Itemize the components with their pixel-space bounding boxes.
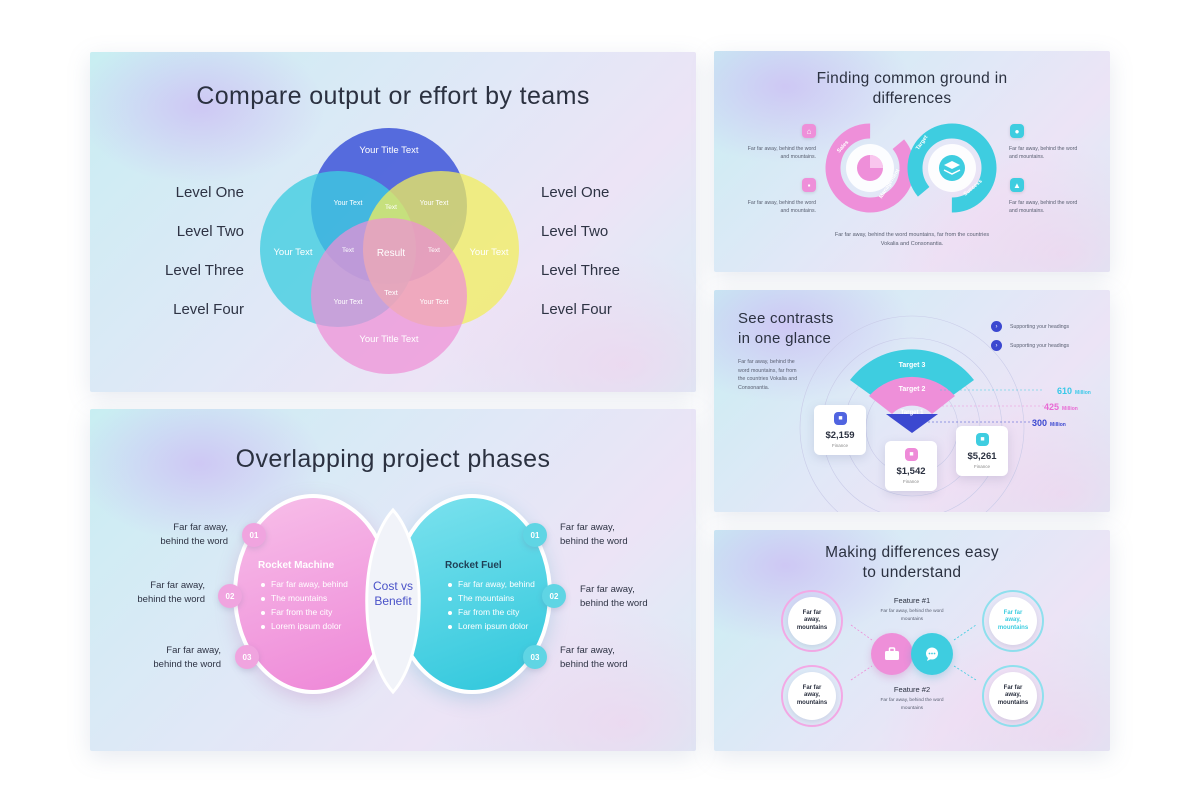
- slide-title: See contrasts in one glance: [738, 310, 834, 347]
- briefcase-icon: [871, 633, 913, 675]
- finance-card: ■ $2,159 Finance: [814, 405, 866, 455]
- left-bullet: Far from the city: [261, 606, 332, 620]
- slide-common-ground[interactable]: Finding common ground in differences Sal…: [714, 51, 1110, 272]
- level-label-left: Level Three: [165, 262, 244, 279]
- left-bullet: The mountains: [261, 592, 327, 606]
- level-label-right: Level Four: [541, 301, 612, 318]
- right-step-badge: 02: [542, 584, 566, 608]
- chart-icon: ▲: [1010, 178, 1024, 192]
- center-label-line1: Cost vs: [372, 579, 413, 593]
- level-label-right: Level Three: [541, 262, 620, 279]
- right-step-badge: 01: [523, 523, 547, 547]
- chevron-right-icon: ›: [991, 321, 1002, 332]
- feature-1: Feature #1 Far far away, behind the word…: [880, 596, 944, 622]
- venn-right-mid-text: Text: [428, 247, 440, 254]
- level-label-left: Level Four: [173, 301, 244, 318]
- right-step-text: Far far away,behind the word: [560, 522, 628, 547]
- target-label: Target 2: [898, 386, 926, 393]
- feature-ring: Far far away, mountains: [982, 665, 1044, 727]
- briefcase-icon: ▪: [802, 178, 816, 192]
- home-icon: ⌂: [802, 124, 816, 138]
- finance-icon: ■: [905, 448, 918, 461]
- right-bullet: Lorem ipsum dolor: [448, 620, 528, 634]
- feature-2: Feature #2 Far far away, behind the word…: [880, 685, 944, 711]
- finance-card: ■ $5,261 Finance: [956, 426, 1008, 476]
- venn-top-title: Your Title Text: [359, 145, 419, 156]
- feature-ring: Far far away, mountains: [982, 590, 1044, 652]
- left-step-badge: 02: [218, 584, 242, 608]
- center-label: Cost vs Benefit: [353, 579, 433, 609]
- venn-top-right-text: Your Text: [419, 200, 449, 207]
- target-funnel: [799, 315, 1044, 512]
- venn-top-mid-text: Text: [385, 204, 397, 211]
- venn-bottom-title: Your Title Text: [359, 334, 419, 345]
- layers-icon: [939, 155, 965, 181]
- level-label-right: Level One: [541, 184, 610, 201]
- venn-left-mid-text: Text: [342, 247, 354, 254]
- footer-text: Far far away, behind the word mountains,…: [834, 232, 990, 247]
- venn-left-text: Your Text: [273, 247, 313, 258]
- connector-lines: [850, 624, 977, 681]
- slide-compare-output[interactable]: Compare output or effort by teams Level …: [90, 52, 696, 392]
- pie-chart-icon: [857, 155, 883, 181]
- overlap-lens: [365, 507, 421, 695]
- left-step-badge: 01: [242, 523, 266, 547]
- right-bullet: The mountains: [448, 592, 514, 606]
- level-label-left: Level One: [175, 184, 244, 201]
- target-label: Target 3: [898, 362, 926, 369]
- venn-center-result: Result: [376, 248, 406, 259]
- right-step-text: Far far away,behind the word: [580, 584, 648, 609]
- cycle-diagram: [825, 123, 997, 213]
- right-bullet: Far far away, behind: [448, 578, 535, 592]
- left-step-text: Far far away,behind the word: [160, 522, 228, 547]
- right-phase-heading: Rocket Fuel: [445, 560, 502, 571]
- feature-ring: Far far away, mountains: [781, 665, 843, 727]
- left-bullet: Lorem ipsum dolor: [261, 620, 341, 634]
- finance-card: ■ $1,542 Finance: [885, 441, 937, 491]
- feature-ring: Far far away, mountains: [781, 590, 843, 652]
- level-label-left: Level Two: [176, 223, 244, 240]
- chevron-right-icon: ›: [991, 340, 1002, 351]
- right-step-badge: 03: [523, 645, 547, 669]
- slide-overlapping-phases[interactable]: Overlapping project phases Cost vs Benef…: [90, 409, 696, 751]
- finance-icon: ■: [976, 433, 989, 446]
- legend-item: Supporting your headings: [1010, 324, 1070, 330]
- legend-item: Supporting your headings: [1010, 343, 1070, 349]
- venn-bottom-mid-text: Text: [384, 288, 398, 297]
- right-bullet: Far from the city: [448, 606, 519, 620]
- finance-icon: ■: [834, 412, 847, 425]
- left-step-text: Far far away,behind the word: [137, 580, 205, 605]
- slide-title: Making differences easy to understand: [825, 544, 999, 581]
- center-label-line2: Benefit: [374, 594, 412, 608]
- venn-circle-bottom: [311, 218, 467, 374]
- left-step-text: Far far away,behind the word: [153, 645, 221, 670]
- right-step-text: Far far away,behind the word: [560, 645, 628, 670]
- venn-bottom-right-text: Your Text: [419, 299, 449, 306]
- user-icon: ●: [1010, 124, 1024, 138]
- chat-icon: [911, 633, 953, 675]
- venn-bottom-left-text: Your Text: [333, 299, 363, 306]
- left-bullet: Far far away, behind: [261, 578, 348, 592]
- slide-title: Finding common ground in differences: [816, 70, 1008, 107]
- left-step-badge: 03: [235, 645, 259, 669]
- venn-top-left-text: Your Text: [333, 200, 363, 207]
- slide-title: Overlapping project phases: [235, 445, 551, 473]
- slide-contrasts[interactable]: See contrasts in one glance Far far away…: [714, 290, 1110, 512]
- level-label-right: Level Two: [541, 223, 609, 240]
- venn-right-text: Your Text: [469, 247, 509, 258]
- slide-differences[interactable]: Making differences easy to understand Fa…: [714, 530, 1110, 751]
- left-phase-heading: Rocket Machine: [258, 560, 335, 571]
- four-circle-venn: Your Title Text Your Title Text Your Tex…: [90, 52, 696, 392]
- target-label: Target 1: [900, 410, 924, 416]
- slide-title: Compare output or effort by teams: [196, 82, 590, 110]
